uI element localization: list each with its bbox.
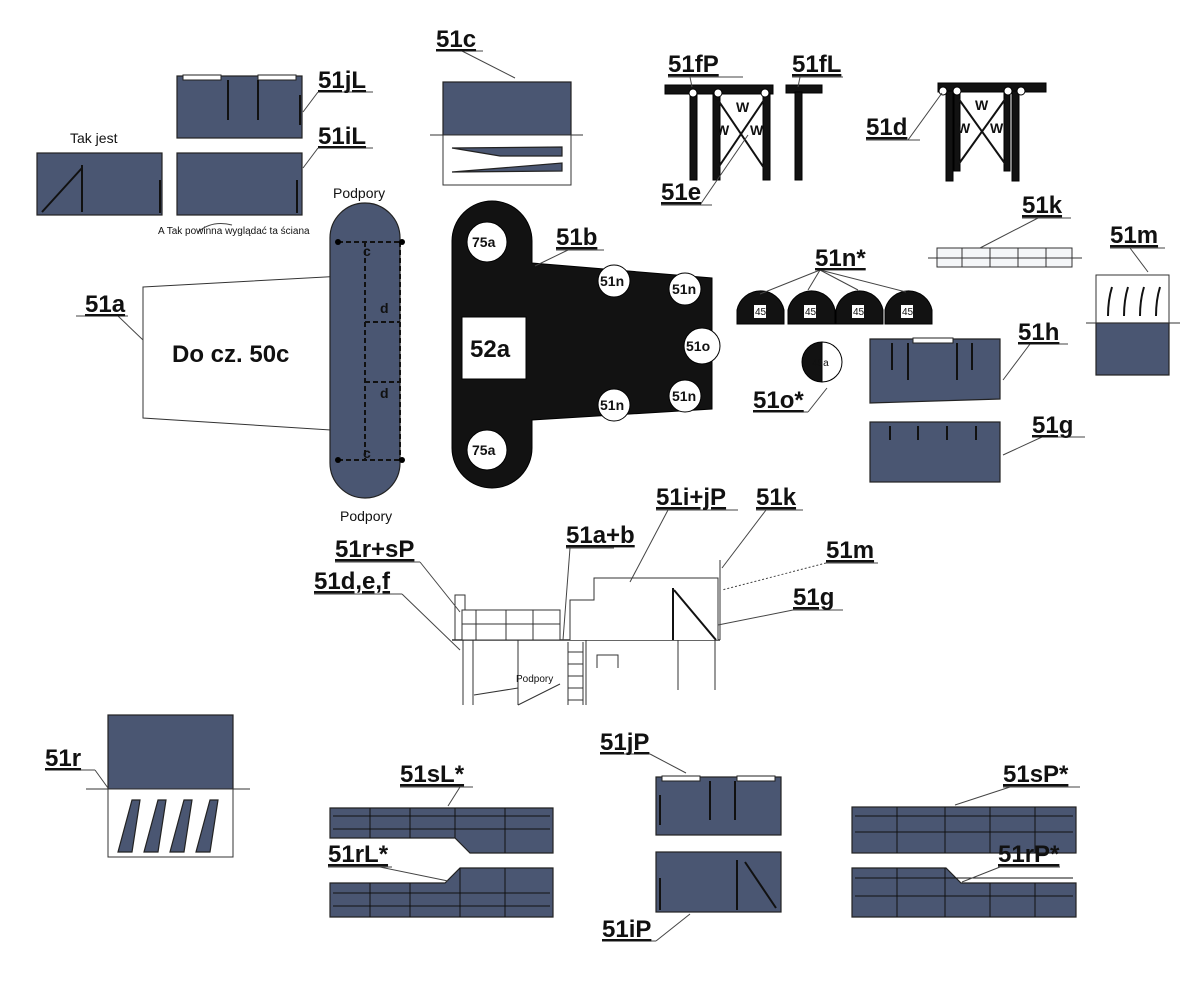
label-51jL: 51jL [318,67,366,94]
label-51k-side: 51k [756,484,797,511]
label-51rL: 51rL* [328,841,389,868]
part-51fL [785,84,823,181]
part-51fP-frame: W W W [664,84,774,181]
part-51m [1086,274,1180,376]
part-51h [869,337,1001,404]
mark-w-1: W [736,99,750,115]
side-view-assembly [452,560,721,706]
mark-c-top: c [363,243,371,259]
mark-75a-bottom: 75a [472,442,496,458]
mark-d-top: d [380,300,389,316]
mark-45-2: 45 [805,307,817,318]
label-51m: 51m [1110,222,1158,249]
label-51i-jP: 51i+jP [656,484,726,511]
label-51r-sP: 51r+sP [335,536,414,563]
part-51sP [851,806,1077,854]
mark-45-4: 45 [902,307,914,318]
label-51d: 51d [866,114,907,141]
label-51g-side: 51g [793,584,834,611]
part-51g [869,421,1001,483]
part-51jL [176,74,303,139]
note-podpory-top: Podpory [333,185,385,201]
part-51iP [655,851,782,913]
label-51fL: 51fL [792,51,841,78]
label-51sP: 51sP* [1003,761,1069,788]
mark-52a: 52a [470,336,511,363]
mark-w-5: W [957,120,971,136]
label-51n-star: 51n* [815,245,866,272]
label-51sL: 51sL* [400,761,465,788]
part-supports: c c d d [329,202,405,499]
label-51o-star: 51o* [753,387,804,414]
part-51d: W W W [937,82,1047,182]
part-51rP [851,867,1077,918]
label-51iP: 51iP [602,916,651,943]
mark-w-3: W [750,122,764,138]
note-do-cz: Do cz. 50c [172,341,289,368]
label-51r: 51r [45,745,81,772]
part-51b: 75a 75a 52a 51n 51n 51o 51n 51n [451,200,721,489]
label-51g: 51g [1032,412,1073,439]
part-51k [928,247,1082,268]
note-tak-powinna: A Tak powinna wyglądać ta ściana [158,226,310,237]
mark-51o: 51o [686,338,710,354]
mark-w-6: W [990,120,1004,136]
mark-51n-1: 51n [600,273,624,289]
label-51a-b: 51a+b [566,522,635,549]
mark-51n-2: 51n [672,281,696,297]
part-51jP [655,775,782,836]
label-51b: 51b [556,224,597,251]
mark-w-4: W [975,97,989,113]
part-51sL [329,807,554,854]
part-51n-set: 45 45 45 45 [736,290,933,325]
part-51o: 49a [801,341,843,383]
label-51rP: 51rP* [998,841,1060,868]
label-51c: 51c [436,26,476,53]
note-podpory-bottom: Podpory [340,508,392,524]
part-51iL [176,152,303,216]
part-tak-jest [36,152,163,216]
part-51r [86,714,250,858]
mark-51n-4: 51n [672,388,696,404]
part-51rL [329,867,554,918]
note-podpory-side: Podpory [516,674,553,685]
mark-w-2: W [716,122,730,138]
label-51def: 51d,e,f [314,568,391,595]
label-51jP: 51jP [600,729,649,756]
label-51e: 51e [661,179,701,206]
note-tak-jest: Tak jest [70,130,118,146]
mark-51n-3: 51n [600,397,624,413]
label-51k: 51k [1022,192,1063,219]
mark-d-bottom: d [380,385,389,401]
mark-49a: 49a [812,358,829,369]
mark-75a-top: 75a [472,234,496,250]
label-51a: 51a [85,291,126,318]
label-51iL: 51iL [318,123,366,150]
mark-45-1: 45 [755,307,767,318]
mark-c-bottom: c [363,445,371,461]
label-51h: 51h [1018,319,1059,346]
label-51fP: 51fP [668,51,719,78]
label-51m-side: 51m [826,537,874,564]
part-51c [430,81,583,186]
mark-45-3: 45 [853,307,865,318]
